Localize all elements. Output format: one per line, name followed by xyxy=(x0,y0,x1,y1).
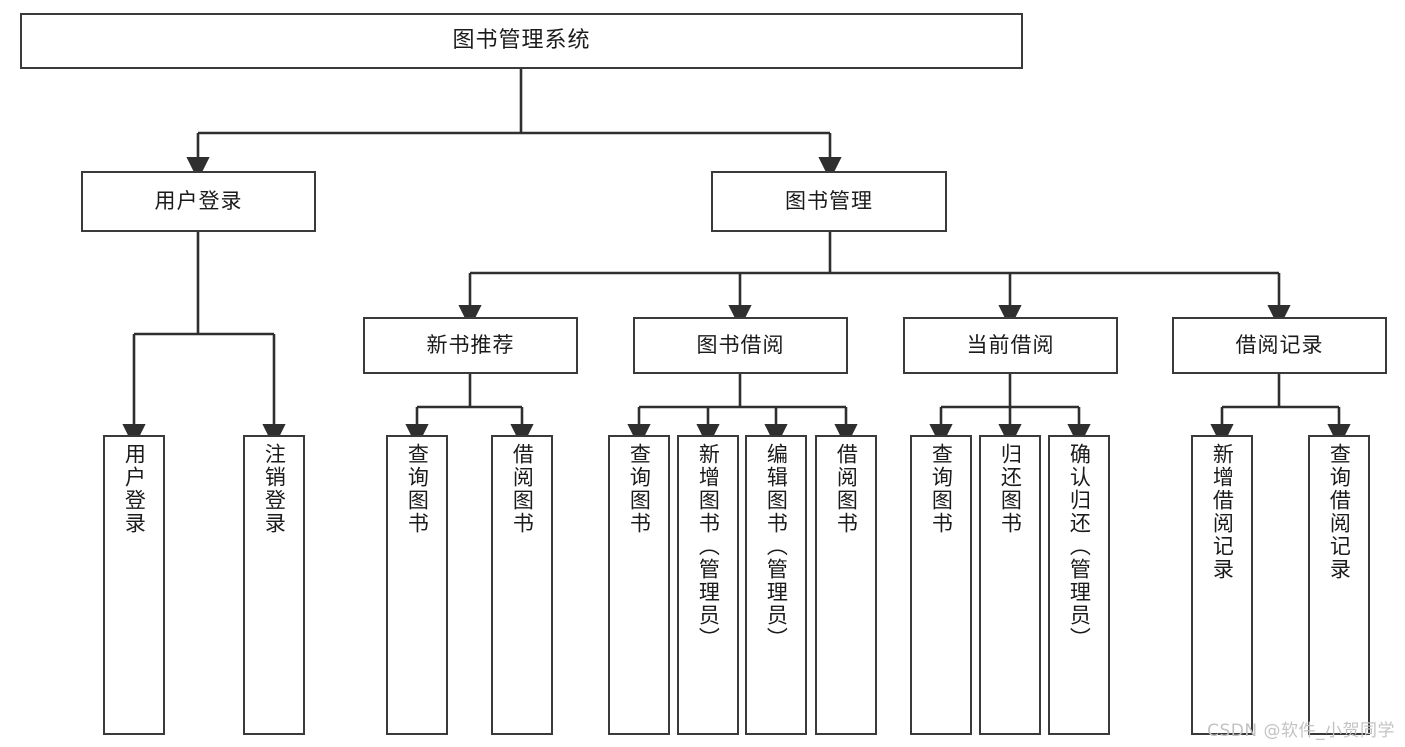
leaf-label: 归还图书 xyxy=(998,443,1023,535)
node-book-management[interactable]: 图书管理 xyxy=(711,171,947,232)
leaf-current-query-book[interactable]: 查询图书 xyxy=(910,435,972,735)
leaf-label: 查询图书 xyxy=(627,443,652,535)
leaf-borrow-query-book[interactable]: 查询图书 xyxy=(608,435,670,735)
leaf-new-book-borrow[interactable]: 借阅图书 xyxy=(491,435,553,735)
node-current-borrow[interactable]: 当前借阅 xyxy=(903,317,1118,374)
leaf-borrow-edit-book-admin[interactable]: 编辑图书（管理员） xyxy=(745,435,807,735)
leaf-label: 查询图书 xyxy=(929,443,954,535)
leaf-label: 借阅图书 xyxy=(834,443,859,535)
leaf-new-book-query[interactable]: 查询图书 xyxy=(386,435,448,735)
leaf-label: 编辑图书（管理员） xyxy=(764,443,789,650)
node-user-login[interactable]: 用户登录 xyxy=(81,171,316,232)
leaf-borrow-add-book-admin[interactable]: 新增图书（管理员） xyxy=(677,435,739,735)
leaf-user-login-login[interactable]: 用户登录 xyxy=(103,435,165,735)
leaf-records-query-record[interactable]: 查询借阅记录 xyxy=(1308,435,1370,735)
leaf-records-add-record[interactable]: 新增借阅记录 xyxy=(1191,435,1253,735)
node-book-borrow[interactable]: 图书借阅 xyxy=(633,317,848,374)
leaf-label: 新增图书（管理员） xyxy=(696,443,721,650)
node-borrow-records[interactable]: 借阅记录 xyxy=(1172,317,1387,374)
leaf-label: 查询图书 xyxy=(405,443,430,535)
leaf-label: 新增借阅记录 xyxy=(1210,443,1235,581)
leaf-user-login-logout[interactable]: 注销登录 xyxy=(243,435,305,735)
leaf-current-return-book[interactable]: 归还图书 xyxy=(979,435,1041,735)
leaf-label: 查询借阅记录 xyxy=(1327,443,1352,581)
node-root-system[interactable]: 图书管理系统 xyxy=(20,13,1023,69)
leaf-label: 确认归还（管理员） xyxy=(1067,443,1092,650)
leaf-current-confirm-return-admin[interactable]: 确认归还（管理员） xyxy=(1048,435,1110,735)
leaf-label: 借阅图书 xyxy=(510,443,535,535)
leaf-label: 注销登录 xyxy=(262,443,287,535)
node-new-book-recommend[interactable]: 新书推荐 xyxy=(363,317,578,374)
csdn-watermark: CSDN @软件_小贺同学 xyxy=(1207,721,1395,741)
leaf-borrow-borrow-book[interactable]: 借阅图书 xyxy=(815,435,877,735)
leaf-label: 用户登录 xyxy=(122,443,147,535)
